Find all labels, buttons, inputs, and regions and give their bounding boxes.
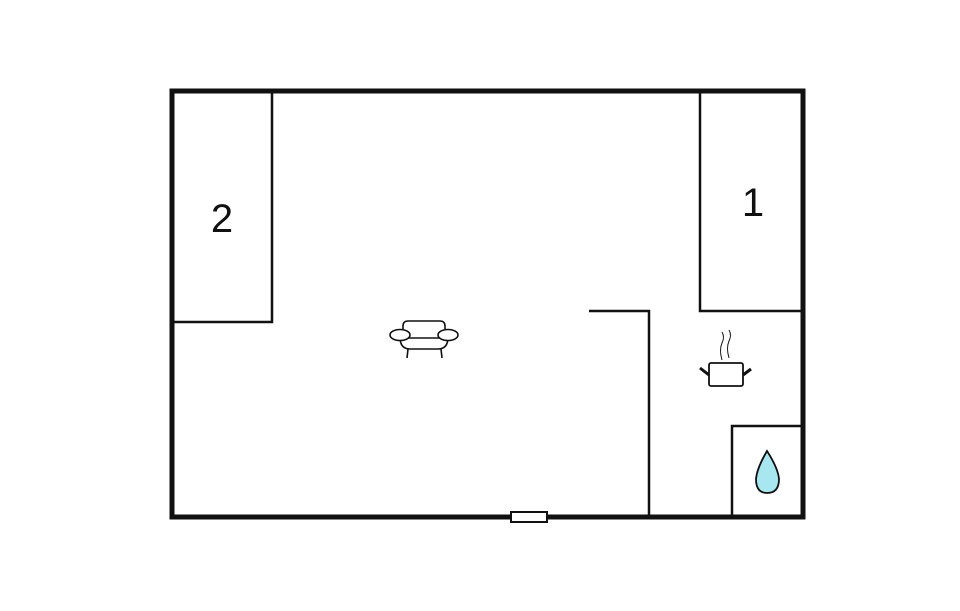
room-1-label: 1 xyxy=(742,181,764,225)
bathroom-wall xyxy=(730,424,801,517)
room-1: 1 xyxy=(698,91,801,313)
partition-wall xyxy=(589,309,651,517)
window xyxy=(510,511,548,523)
water-drop-icon xyxy=(755,449,780,494)
steaming-pot-icon xyxy=(699,329,752,387)
room-2: 2 xyxy=(172,91,274,324)
room-2-label: 2 xyxy=(211,197,233,241)
sofa-icon xyxy=(389,320,459,359)
outer-wall xyxy=(169,88,806,520)
